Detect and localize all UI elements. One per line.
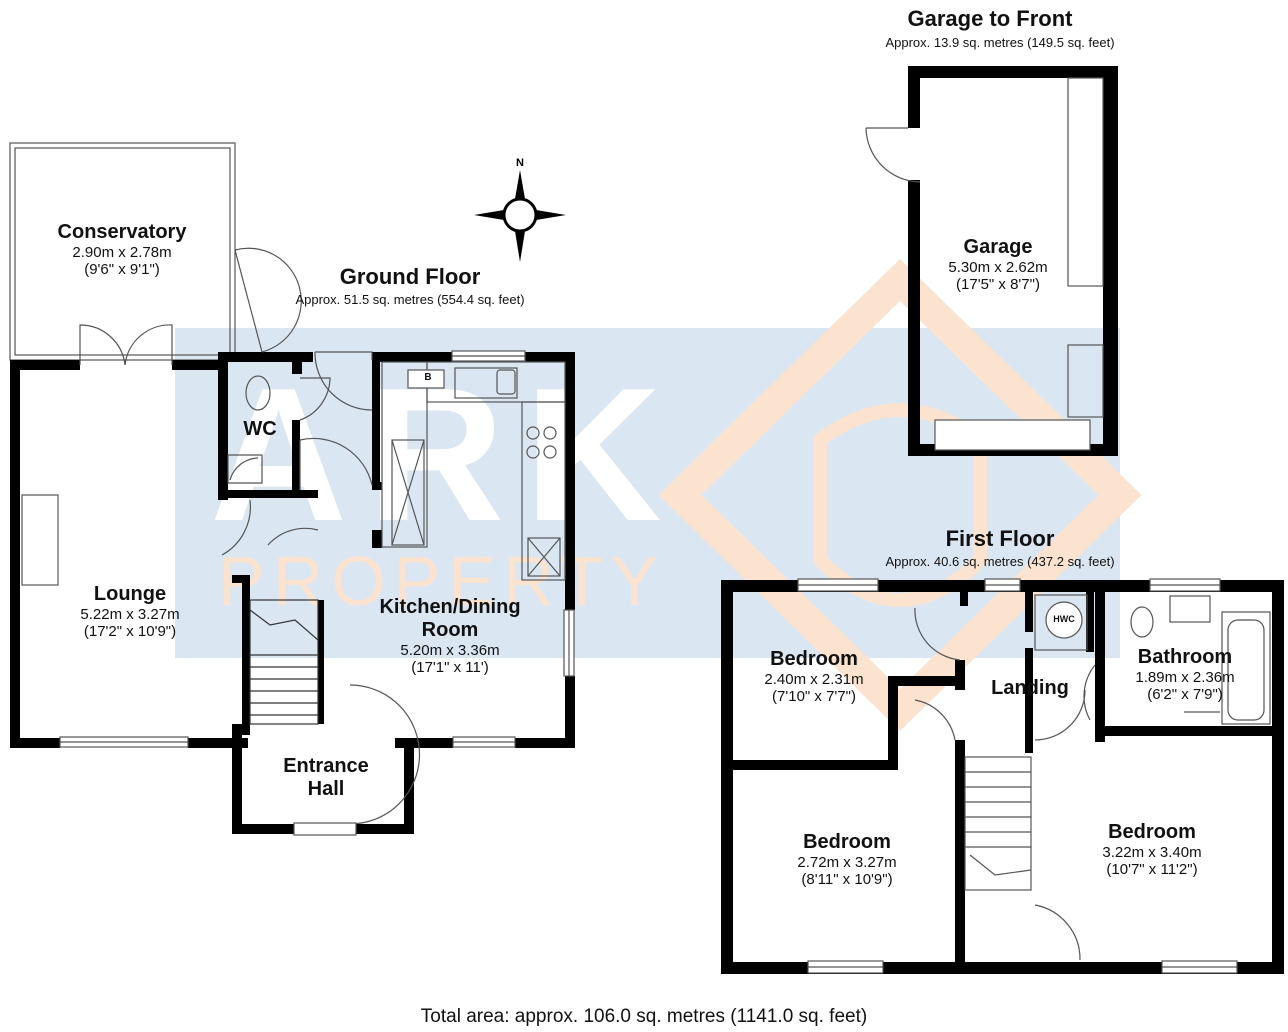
watermark: ARK PROPERTY <box>175 259 1142 731</box>
room-metric: 2.40m x 2.31m <box>764 671 864 688</box>
ground-floor-area: Approx. 51.5 sq. metres (554.4 sq. feet) <box>295 292 525 307</box>
lounge-label: Lounge 5.22m x 3.27m (17'2" x 10'9") <box>30 583 230 640</box>
room-imperial: (17'1" x 11') <box>411 659 489 676</box>
svg-text:ARK: ARK <box>210 349 682 561</box>
boiler-label: B <box>424 372 432 383</box>
first-floor-area: Approx. 40.6 sq. metres (437.2 sq. feet) <box>885 554 1115 569</box>
room-metric: 5.20m x 3.36m <box>400 642 500 659</box>
ground-floor-windows-doors <box>21 247 575 836</box>
entrance-hall-label: Entrance Hall <box>256 755 396 801</box>
room-imperial: (9'6" x 9'1") <box>84 261 160 278</box>
compass-north-label: N <box>516 157 524 169</box>
room-imperial: (8'11" x 10'9") <box>801 871 893 888</box>
room-name: Bedroom <box>1108 821 1196 843</box>
room-name: Garage <box>963 236 1033 258</box>
room-metric: 3.22m x 3.40m <box>1102 844 1202 861</box>
room-imperial: (17'2" x 10'9") <box>83 623 177 640</box>
garage-floor-area: Approx. 13.9 sq. metres (149.5 sq. feet) <box>885 35 1115 50</box>
room-metric: 2.72m x 3.27m <box>797 854 897 871</box>
bedroom-small-label: Bedroom 2.40m x 2.31m (7'10" x 7'7") <box>714 648 914 705</box>
room-name: Conservatory <box>57 221 187 243</box>
svg-text:PROPERTY: PROPERTY <box>218 542 666 620</box>
first-floor-details <box>797 578 1271 974</box>
room-name: Bedroom <box>803 831 891 853</box>
garage-label: Garage 5.30m x 2.62m (17'5" x 8'7") <box>898 236 1098 293</box>
hwc-label: HWC <box>1053 614 1075 624</box>
room-imperial: (6'2" x 7'9") <box>1147 686 1223 703</box>
ground-floor-title: Ground Floor <box>339 264 481 289</box>
garage-floor-title: Garage to Front <box>907 6 1073 31</box>
kitchen-label: Kitchen/Dining Room 5.20m x 3.36m (17'1"… <box>340 596 560 676</box>
room-metric: 5.30m x 2.62m <box>948 259 1048 276</box>
ground-floor-walls <box>10 352 575 834</box>
room-name-line1: Kitchen/Dining <box>379 596 521 618</box>
bedroom-right-label: Bedroom 3.22m x 3.40m (10'7" x 11'2") <box>1052 821 1252 878</box>
first-floor-title: First Floor <box>945 526 1055 551</box>
room-metric: 1.89m x 2.36m <box>1135 669 1235 686</box>
compass-icon: N <box>474 157 566 262</box>
room-metric: 2.90m x 2.78m <box>72 244 172 261</box>
room-metric: 5.22m x 3.27m <box>80 606 180 623</box>
garage-details <box>865 77 1104 451</box>
wc-label: WC <box>243 418 277 440</box>
room-name: Bathroom <box>1137 646 1233 668</box>
room-imperial: (7'10" x 7'7") <box>772 688 856 705</box>
room-imperial: (17'5" x 8'7") <box>956 276 1040 293</box>
landing-label: Landing <box>991 677 1069 699</box>
conservatory-label: Conservatory 2.90m x 2.78m (9'6" x 9'1") <box>22 221 222 278</box>
room-name-line1: Entrance <box>283 755 369 777</box>
room-imperial: (10'7" x 11'2") <box>1106 861 1198 878</box>
room-name-line2: Hall <box>307 778 345 800</box>
total-area: Total area: approx. 106.0 sq. metres (11… <box>420 1006 868 1027</box>
bathroom-label: Bathroom 1.89m x 2.36m (6'2" x 7'9") <box>1110 646 1260 703</box>
room-name-line2: Room <box>421 619 479 641</box>
bedroom-left-label: Bedroom 2.72m x 3.27m (8'11" x 10'9") <box>747 831 947 888</box>
room-name: Bedroom <box>770 648 858 670</box>
room-name: Lounge <box>93 583 167 605</box>
